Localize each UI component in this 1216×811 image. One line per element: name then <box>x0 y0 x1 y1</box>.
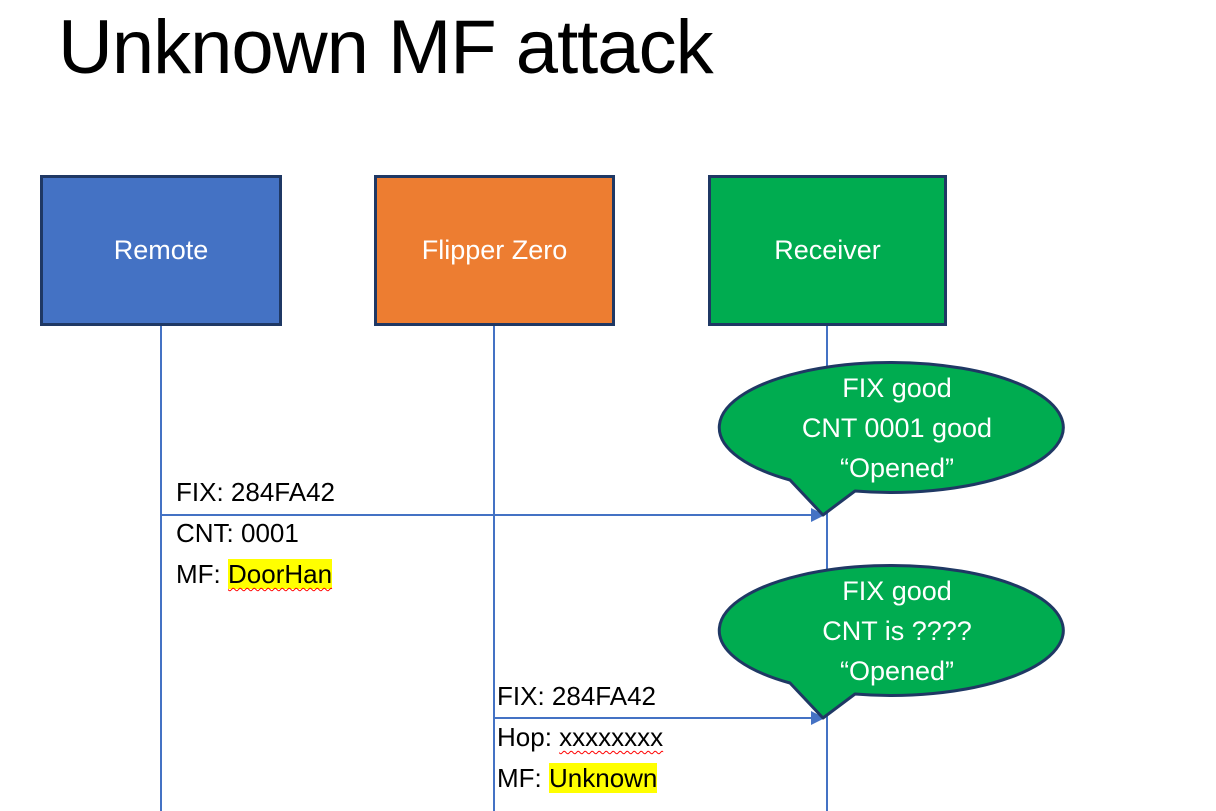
speech-bubble-1-text: FIX good CNT 0001 good “Opened” <box>801 373 993 483</box>
actor-label-remote: Remote <box>113 235 209 265</box>
message-2-line-above: FIX: 284FA42 <box>497 681 656 711</box>
page-title: Unknown MF attack <box>58 5 714 90</box>
message-1-line-above: FIX: 284FA42 <box>176 477 335 507</box>
speech-bubble-2-text: FIX good CNT is ???? “Opened” <box>822 576 972 686</box>
squiggle-value-hop: xxxxxxxx <box>559 722 664 752</box>
message-2-label: FIX: 284FA42 Hop: xxxxxxxx MF: Unknown <box>497 676 663 799</box>
message-1-line-below-2: MF: DoorHan <box>176 559 333 589</box>
message-1-line-below-1: CNT: 0001 <box>176 518 299 548</box>
lifeline-remote <box>160 326 162 811</box>
actor-label-receiver: Receiver <box>774 235 881 265</box>
highlighted-value-doorhan: DoorHan <box>228 559 333 589</box>
lifeline-flipper-zero <box>493 326 495 811</box>
actor-label-flipper-zero: Flipper Zero <box>421 235 568 265</box>
highlighted-value-unknown: Unknown <box>549 763 658 793</box>
message-2-line-below-1: Hop: xxxxxxxx <box>497 722 664 752</box>
message-2-line-below-2: MF: Unknown <box>497 763 658 793</box>
arrowhead-icon <box>811 508 825 522</box>
message-arrow-flipper-to-receiver <box>493 717 812 719</box>
actor-box-flipper-zero: Flipper Zero <box>374 175 615 326</box>
actor-box-remote: Remote <box>40 175 282 326</box>
actor-box-receiver: Receiver <box>708 175 947 326</box>
arrowhead-icon <box>811 711 825 725</box>
message-1-label: FIX: 284FA42 CNT: 0001 MF: DoorHan <box>176 472 335 595</box>
message-arrow-remote-to-receiver <box>160 514 812 516</box>
